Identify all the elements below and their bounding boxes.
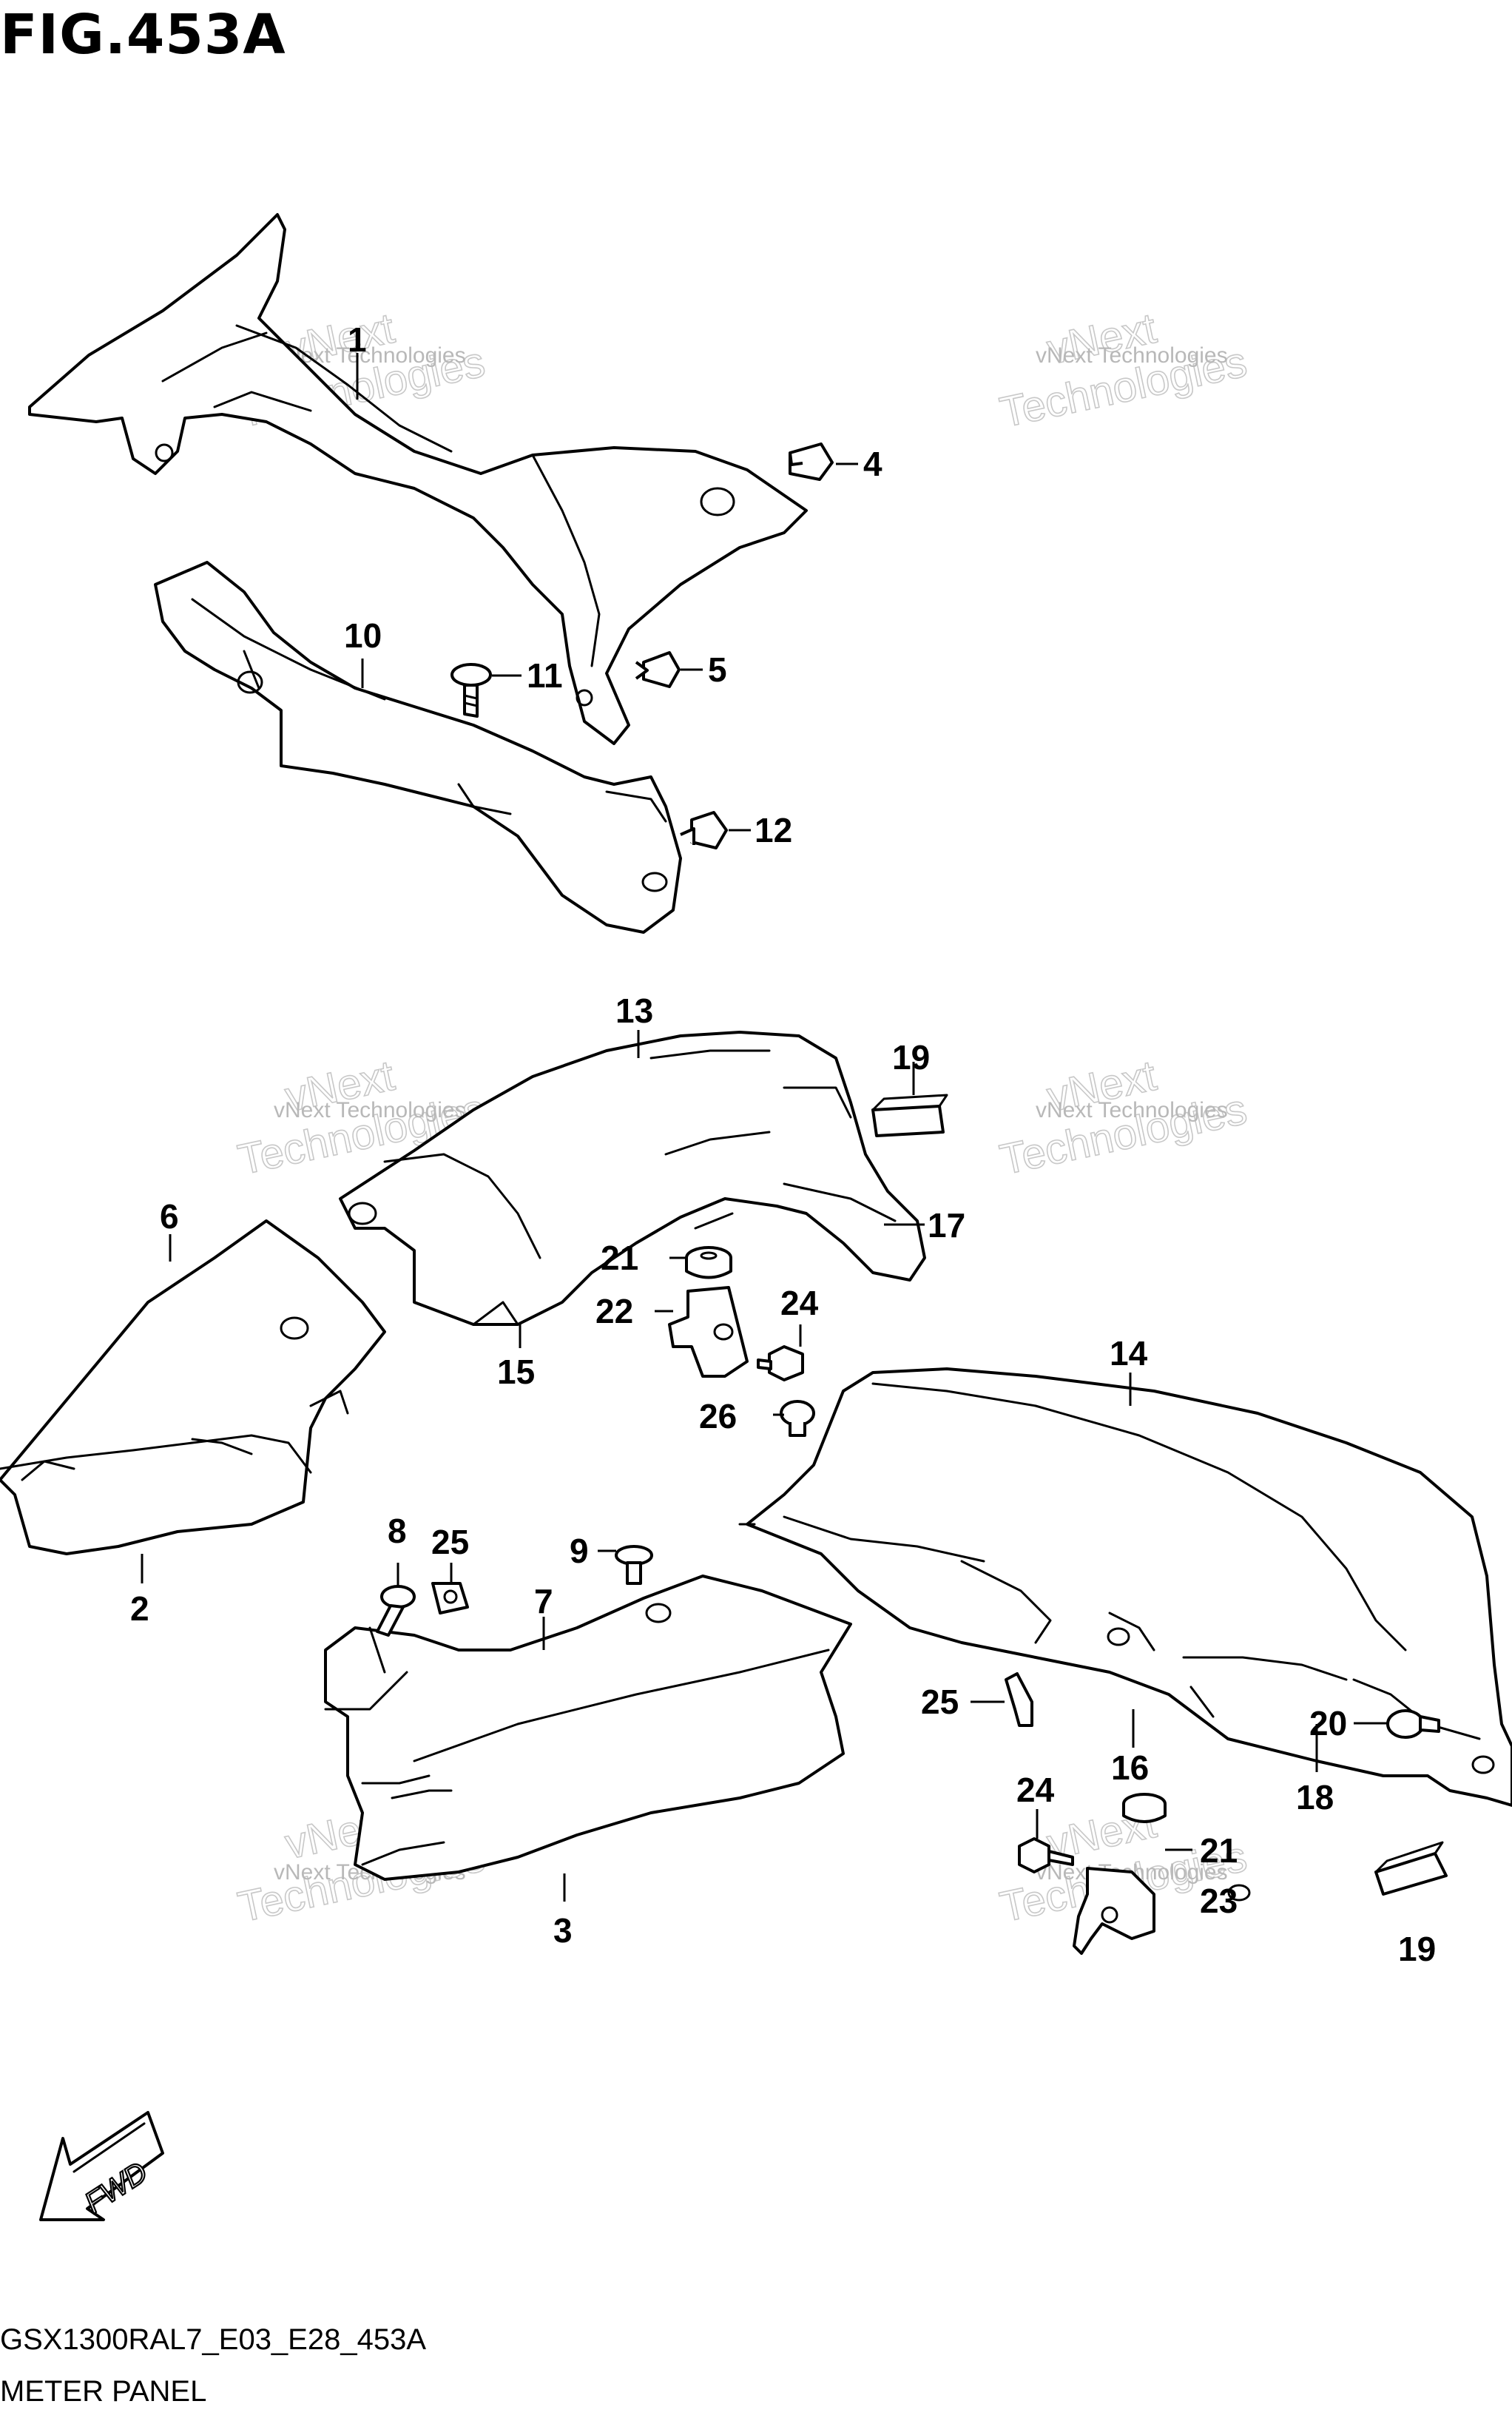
- callout-15: 15: [497, 1353, 535, 1391]
- part-14-16-18-right-panel: [738, 1367, 1512, 1807]
- part-26-screw: [780, 1400, 815, 1437]
- watermark-small: vNext Technologies: [1036, 1098, 1228, 1122]
- callout-17: 17: [928, 1206, 965, 1245]
- callout-22: 22: [595, 1292, 633, 1330]
- callout-5: 5: [708, 650, 727, 689]
- callout-26: 26: [699, 1397, 737, 1435]
- part-24-bolt: [757, 1345, 804, 1381]
- part-21-grommet: [1122, 1793, 1167, 1823]
- model-code: GSX1300RAL7_E03_E28_453A: [0, 2323, 427, 2356]
- part-21-grommet: [685, 1246, 732, 1279]
- part-6-2-left-panel: [0, 1219, 386, 1555]
- callout-2: 2: [130, 1589, 149, 1628]
- part-22-bracket: [668, 1286, 749, 1378]
- part-7-3-lower-panel: [324, 1575, 852, 1881]
- watermark-small: vNext Technologies: [1036, 343, 1228, 368]
- part-5-clip: [635, 651, 681, 688]
- callout-20: 20: [1309, 1704, 1347, 1742]
- callout-7: 7: [534, 1582, 553, 1620]
- callout-11: 11: [527, 656, 563, 695]
- figure-title: FIG.453A: [0, 3, 286, 67]
- callout-3: 3: [553, 1911, 573, 1950]
- callout-9: 9: [570, 1532, 589, 1570]
- callout-25: 25: [431, 1523, 469, 1561]
- callout-23: 23: [1200, 1882, 1238, 1920]
- part-19-cushion: [1374, 1841, 1448, 1896]
- part-25-nut: [431, 1582, 469, 1614]
- callout-1: 1: [348, 320, 367, 359]
- part-4-clip: [789, 442, 834, 481]
- callout-labels: 1 2 3 4 5 6 7 8 9 10 11 12 13 14 15 16 1…: [130, 320, 1436, 1968]
- part-23-bracket: [1073, 1867, 1251, 1955]
- callout-10: 10: [344, 616, 382, 655]
- part-19-cushion: [871, 1094, 948, 1137]
- callout-24: 24: [1016, 1771, 1055, 1809]
- figure-name: METER PANEL: [0, 2375, 207, 2408]
- callout-18: 18: [1296, 1778, 1334, 1816]
- callout-8: 8: [388, 1512, 407, 1550]
- callout-4: 4: [863, 445, 882, 483]
- part-1-upper-cover: [28, 213, 808, 745]
- part-10-inner-panel: [154, 561, 682, 934]
- part-9-screw: [615, 1545, 653, 1585]
- part-8-screw: [376, 1585, 416, 1637]
- callout-21: 21: [601, 1239, 638, 1277]
- callout-13: 13: [615, 991, 653, 1030]
- callout-19: 19: [892, 1038, 930, 1077]
- part-12-clip: [680, 811, 728, 849]
- callout-12: 12: [755, 811, 792, 849]
- part-11-screw: [450, 663, 492, 718]
- callout-16: 16: [1111, 1748, 1149, 1787]
- watermark-small: vNext Technologies: [274, 1098, 466, 1122]
- callout-24: 24: [780, 1284, 819, 1322]
- leader-lines: [141, 353, 1389, 1902]
- callout-6: 6: [160, 1197, 179, 1236]
- callout-21: 21: [1200, 1831, 1238, 1870]
- part-13-15-17-inner-panels: [339, 1031, 926, 1326]
- callout-25: 25: [921, 1683, 959, 1721]
- part-24-bolt: [1018, 1837, 1074, 1873]
- part-25-nut: [1005, 1672, 1033, 1727]
- callout-19: 19: [1398, 1930, 1436, 1968]
- callout-14: 14: [1110, 1334, 1148, 1373]
- fwd-arrow-icon: FWD: [39, 2111, 164, 2221]
